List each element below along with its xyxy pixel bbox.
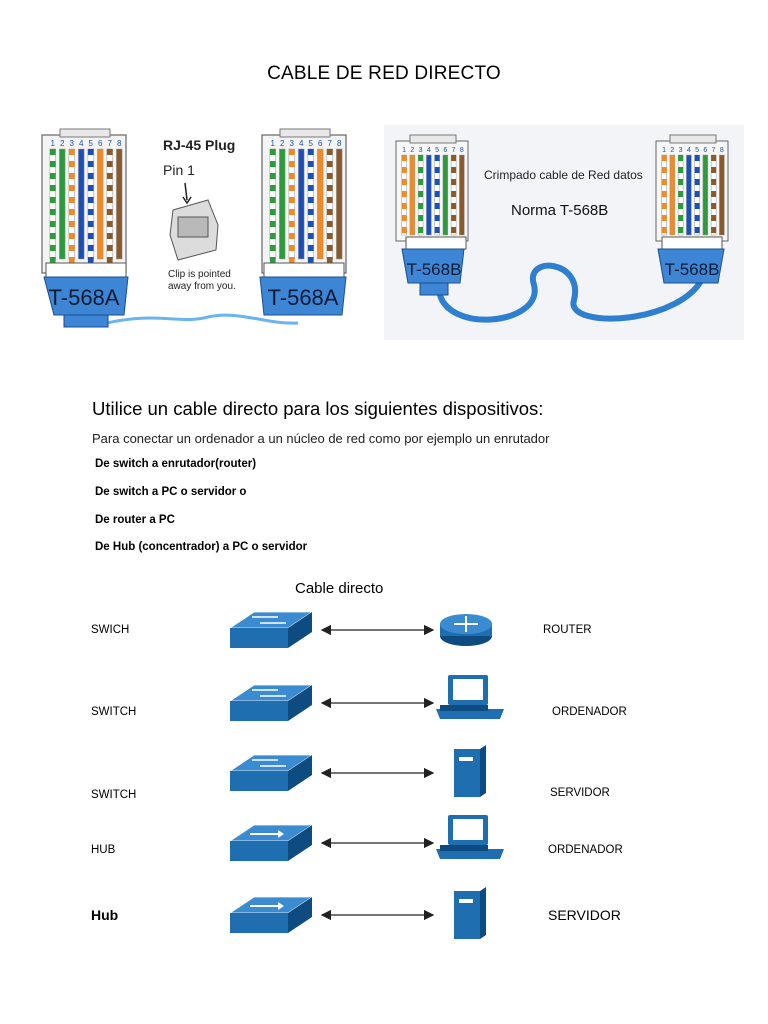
pin-number: 8 (117, 139, 122, 148)
list-item: De switch a PC o servidor o (95, 486, 247, 498)
pin-number: 7 (328, 139, 333, 148)
intro-heading: Utilice un cable directo para los siguie… (92, 398, 544, 419)
pin-number: 4 (687, 147, 691, 154)
row-right-label: ROUTER (543, 624, 592, 636)
computer-icon (436, 815, 504, 859)
list-item: De router a PC (95, 514, 175, 526)
document-title: CABLE DE RED DIRECTO (267, 63, 501, 84)
diagram-row (228, 887, 486, 939)
pin-number: 5 (309, 139, 314, 148)
row-right-label: SERVIDOR (550, 787, 610, 799)
router-icon (440, 614, 492, 646)
caption-line-2: Norma T-568B (511, 202, 608, 219)
caption-line-1: Crimpado cable de Red datos (484, 168, 643, 182)
pin-number: 7 (452, 147, 456, 154)
pin-number: 8 (460, 147, 464, 154)
clip-note-2: away from you. (168, 281, 236, 292)
row-right-label: ORDENADOR (548, 844, 623, 856)
pin-number: 2 (410, 147, 414, 154)
pin-number: 1 (51, 139, 56, 148)
row-left-label: SWITCH (91, 789, 137, 801)
diagram-row (228, 745, 486, 797)
row-left-label: Hub (91, 907, 119, 923)
cable-line (97, 313, 299, 327)
pin-number: 6 (443, 147, 447, 154)
row-left-label: HUB (91, 844, 116, 856)
rj45-plug-illustration: RJ-45 Plug Pin 1 Clip is pointed away fr… (163, 137, 236, 292)
pin-number: 2 (280, 139, 285, 148)
pin-number: 3 (290, 139, 295, 148)
switch-icon (228, 611, 314, 648)
row-right-label: ORDENADOR (552, 706, 627, 718)
pin-number: 7 (108, 139, 113, 148)
cable-loop (436, 262, 707, 323)
list-item: De switch a enrutador(router) (95, 458, 257, 470)
label-t568a-left: T-568A (49, 285, 120, 310)
pin-number: 7 (712, 147, 716, 154)
pin-number: 2 (60, 139, 65, 148)
row-left-label: SWICH (91, 624, 130, 636)
pin-number: 1 (402, 147, 406, 154)
device-diagram (228, 611, 504, 939)
row-left-label: SWITCH (91, 706, 137, 718)
clip-note-1: Clip is pointed (168, 269, 231, 280)
hub-icon (228, 896, 314, 933)
computer-icon (436, 675, 504, 719)
intro-subtitle: Para conectar un ordenador a un núcleo d… (92, 431, 550, 446)
label-t568b-right: T-568B (665, 260, 720, 279)
t568a-wiring-figure: 12345678gGoBbObrBR T-568A RJ-45 Plug Pin… (41, 128, 347, 328)
pin-number: 4 (299, 139, 304, 148)
row-right-label: SERVIDOR (548, 907, 621, 923)
diagram-title: Cable directo (295, 580, 384, 597)
server-icon (454, 887, 486, 939)
label-t568a-right: T-568A (268, 285, 339, 310)
switch-icon (228, 754, 314, 791)
connector-left-568a: 12345678gGoBbObrBR T-568A (41, 128, 129, 328)
pin-number: 5 (695, 147, 699, 154)
pin-number: 8 (337, 139, 342, 148)
plug-title: RJ-45 Plug (163, 137, 235, 153)
pin-number: 6 (98, 139, 103, 148)
list-item: De Hub (concentrador) a PC o servidor (95, 541, 308, 553)
pin1-label: Pin 1 (163, 162, 195, 178)
pin-number: 2 (670, 147, 674, 154)
pin-number: 1 (271, 139, 276, 148)
pin-number: 6 (703, 147, 707, 154)
connector-right-568a: 12345678gGoBbObrBR T-568A (259, 128, 347, 316)
pin-number: 6 (318, 139, 323, 148)
diagram-row (228, 611, 492, 648)
diagram-row (228, 675, 504, 721)
label-t568b-left: T-568B (407, 260, 462, 279)
pin-number: 3 (419, 147, 423, 154)
pin-number: 3 (70, 139, 75, 148)
pin-number: 4 (79, 139, 84, 148)
hub-icon (228, 824, 314, 861)
server-icon (454, 745, 486, 797)
pin-number: 8 (720, 147, 724, 154)
pin-number: 5 (435, 147, 439, 154)
diagram-row (228, 815, 504, 861)
pin-number: 4 (427, 147, 431, 154)
pin-number: 5 (89, 139, 94, 148)
pin-number: 3 (679, 147, 683, 154)
switch-icon (228, 684, 314, 721)
pin-number: 1 (662, 147, 666, 154)
